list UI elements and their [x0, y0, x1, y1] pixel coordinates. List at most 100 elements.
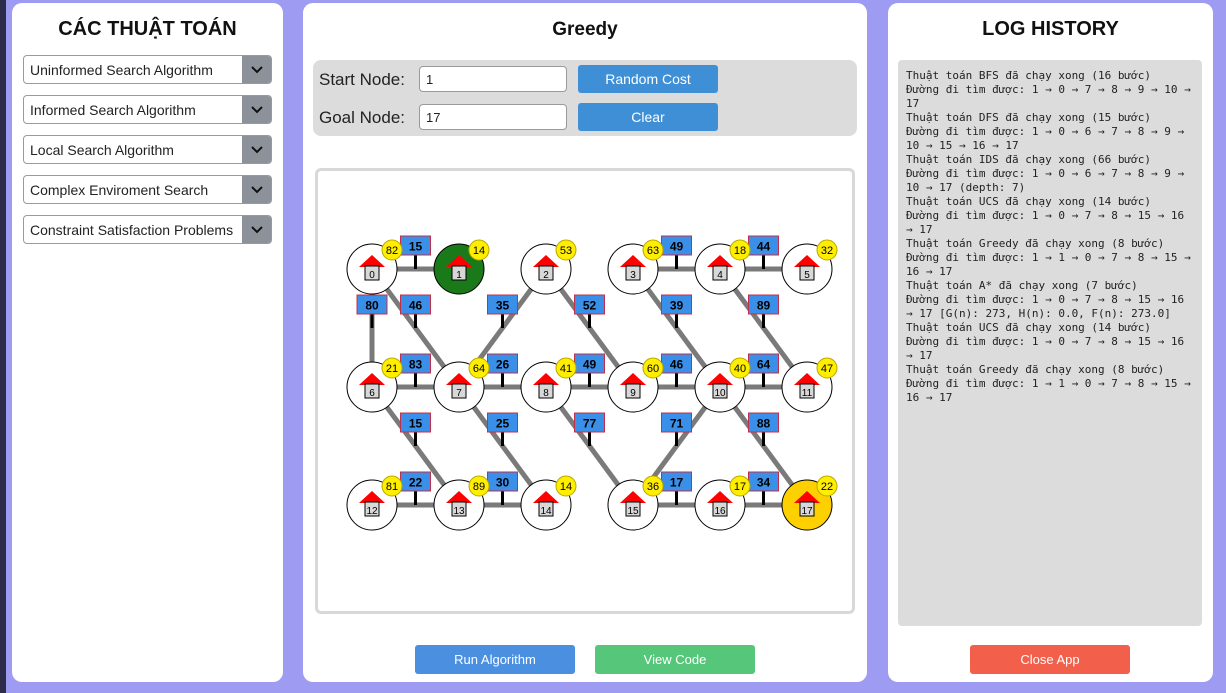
edge-cost-label: 25 — [487, 412, 518, 446]
algorithms-panel: CÁC THUẬT TOÁN Uninformed Search Algorit… — [12, 3, 283, 682]
chevron-down-icon[interactable] — [242, 136, 271, 163]
svg-text:25: 25 — [496, 417, 510, 431]
svg-text:60: 60 — [647, 363, 659, 375]
goal-node-label: Goal Node: — [319, 108, 405, 127]
svg-text:46: 46 — [670, 358, 684, 372]
edge-cost-label: 88 — [748, 412, 779, 446]
svg-text:17: 17 — [670, 476, 684, 490]
graph-node[interactable]: 363 — [607, 239, 664, 295]
chevron-down-icon[interactable] — [242, 96, 271, 123]
edge-cost-label: 80 — [356, 294, 388, 328]
edge-cost-label: 52 — [574, 294, 605, 328]
svg-text:40: 40 — [734, 363, 746, 375]
svg-text:89: 89 — [473, 481, 485, 493]
svg-text:49: 49 — [670, 240, 684, 254]
log-line: Thuật toán DFS đã chạy xong (15 bước) — [906, 111, 1152, 124]
log-line: Đường đi tìm được: 1 → 0 → 6 → 7 → 8 → 9… — [906, 125, 1191, 152]
house-icon — [533, 491, 559, 517]
start-node-input[interactable]: 1 — [419, 66, 567, 92]
heuristic-badge: 89 — [468, 475, 490, 497]
complex-environment-dropdown[interactable]: Complex Enviroment Search — [23, 175, 272, 204]
chevron-down-icon[interactable] — [242, 176, 271, 203]
svg-text:80: 80 — [365, 299, 379, 313]
dropdown-label: Constraint Satisfaction Problems — [30, 222, 234, 238]
local-search-dropdown[interactable]: Local Search Algorithm — [23, 135, 272, 164]
svg-text:18: 18 — [734, 245, 746, 257]
heuristic-badge: 17 — [729, 475, 751, 497]
edge-cost-label: 35 — [487, 294, 518, 328]
svg-text:41: 41 — [560, 363, 572, 375]
graph-node[interactable]: 082 — [346, 239, 403, 295]
graph-node[interactable]: 2 53 — [520, 239, 577, 295]
algorithm-title: Greedy — [552, 19, 618, 40]
node-controls: Start Node: 1 Random Cost Goal Node: 17 … — [313, 60, 857, 136]
log-line: Đường đi tìm được: 1 → 0 → 7 → 8 → 15 → … — [906, 335, 1191, 362]
house-icon — [707, 255, 733, 281]
graph-node[interactable]: 114 — [433, 239, 490, 295]
graph-node[interactable]: 960 — [607, 357, 664, 413]
chevron-down-icon[interactable] — [242, 216, 271, 243]
node-label: 6 — [369, 388, 375, 399]
log-history-box[interactable]: Thuật toán BFS đã chạy xong (16 bước)Đườ… — [898, 60, 1202, 626]
view-code-button[interactable]: View Code — [595, 645, 755, 674]
graph-node[interactable]: 532 — [781, 239, 838, 295]
heuristic-badge: 32 — [816, 239, 838, 261]
node-label: 2 — [543, 270, 549, 281]
svg-text:64: 64 — [757, 358, 771, 372]
heuristic-badge: 47 — [816, 357, 838, 379]
node-label: 15 — [627, 506, 639, 517]
house-icon — [620, 491, 646, 517]
edge-cost-label: 26 — [487, 353, 518, 387]
edge-cost-label: 71 — [661, 412, 692, 446]
node-label: 8 — [543, 388, 549, 399]
close-app-button[interactable]: Close App — [970, 645, 1130, 674]
house-icon — [446, 255, 472, 281]
heuristic-badge: 18 — [729, 239, 751, 261]
house-icon — [794, 373, 820, 399]
graph-node[interactable]: 764 — [433, 357, 490, 413]
graph-node[interactable]: 8 41 — [520, 357, 577, 413]
svg-text:15: 15 — [409, 417, 423, 431]
uninformed-search-dropdown[interactable]: Uninformed Search Algorithm — [23, 55, 272, 84]
svg-text:52: 52 — [583, 299, 597, 313]
house-icon — [707, 491, 733, 517]
graph-node[interactable]: 418 — [694, 239, 751, 295]
goal-node-input[interactable]: 17 — [419, 104, 567, 130]
edge-cost-label: 49 — [574, 353, 605, 387]
csp-dropdown[interactable]: Constraint Satisfaction Problems — [23, 215, 272, 244]
svg-text:81: 81 — [386, 481, 398, 493]
svg-text:82: 82 — [386, 245, 398, 257]
log-line: Thuật toán UCS đã chạy xong (14 bước) — [906, 321, 1152, 334]
house-icon — [620, 255, 646, 281]
random-cost-button[interactable]: Random Cost — [578, 65, 718, 93]
log-line: Đường đi tìm được: 1 → 0 → 7 → 8 → 9 → 1… — [906, 83, 1198, 110]
log-title: LOG HISTORY — [982, 18, 1119, 40]
house-icon — [620, 373, 646, 399]
clear-button[interactable]: Clear — [578, 103, 718, 131]
heuristic-badge: 40 — [729, 357, 751, 379]
dropdown-label: Uninformed Search Algorithm — [30, 62, 213, 78]
svg-text:44: 44 — [757, 240, 771, 254]
heuristic-badge: 53 — [555, 239, 577, 261]
house-icon — [359, 491, 385, 517]
log-line: Đường đi tìm được: 1 → 0 → 6 → 7 → 8 → 9… — [906, 167, 1191, 194]
node-label: 14 — [540, 506, 552, 517]
run-algorithm-button[interactable]: Run Algorithm — [415, 645, 575, 674]
chevron-down-icon[interactable] — [242, 56, 271, 83]
graph-node[interactable]: 621 — [346, 357, 403, 413]
edge-cost-label: 17 — [661, 471, 692, 505]
log-line: Đường đi tìm được: 1 → 0 → 7 → 8 → 15 → … — [906, 209, 1191, 236]
edge-cost-label: 77 — [574, 412, 605, 446]
log-line: Đường đi tìm được: 1 → 1 → 0 → 7 → 8 → 1… — [906, 251, 1198, 278]
edge-cost-label: 89 — [748, 294, 779, 328]
informed-search-dropdown[interactable]: Informed Search Algorithm — [23, 95, 272, 124]
svg-text:63: 63 — [647, 245, 659, 257]
